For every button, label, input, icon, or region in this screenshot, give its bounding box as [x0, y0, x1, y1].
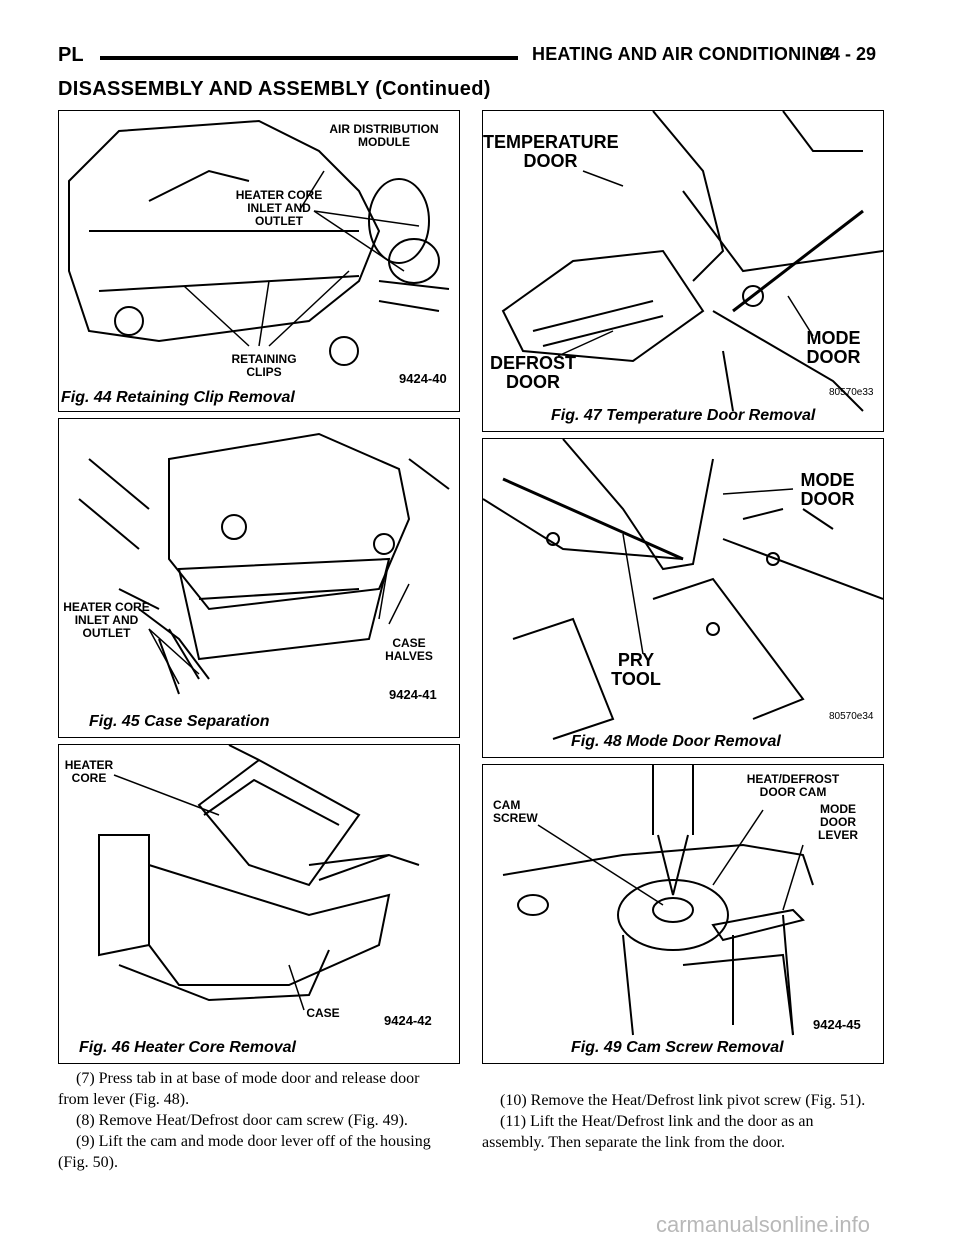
label-temperature-door: TEMPERATURE DOOR	[483, 132, 619, 171]
body-text-right: (10) Remove the Heat/Defrost link pivot …	[482, 1090, 880, 1153]
header-page-number: 24 - 29	[820, 44, 877, 64]
label-defrost-door: DEFROST DOOR	[489, 353, 576, 392]
label-heat-defrost-door-cam: HEAT/DEFROST DOOR CAM	[746, 772, 840, 799]
figure-45-caption: Fig. 45 Case Separation	[89, 713, 270, 730]
step-11: (11) Lift the Heat/Defrost link and the …	[482, 1113, 814, 1151]
body-text-left: (7) Press tab in at base of mode door an…	[58, 1068, 454, 1173]
label-mode-door-lever: MODE DOOR LEVER	[817, 802, 858, 842]
header-manual-code: PL	[58, 44, 84, 66]
figure-44-code: 9424-40	[399, 371, 447, 386]
label-mode-door: MODE DOOR	[806, 328, 861, 367]
label-retaining-clips: RETAINING CLIPS	[231, 352, 297, 379]
step-7: (7) Press tab in at base of mode door an…	[58, 1070, 420, 1108]
figure-49-illustration	[502, 765, 814, 1036]
label-pry-tool: PRY TOOL	[611, 650, 661, 689]
figure-47-illustration	[501, 111, 883, 412]
figure-48: MODE DOOR PRY TOOL 80570e34 Fig. 48 Mode…	[482, 438, 884, 758]
figure-46-code: 9424-42	[384, 1013, 432, 1028]
label-heater-core-inlet-outlet: HEATER CORE INLET AND OUTLET	[63, 600, 150, 640]
label-heater-core-inlet-outlet: HEATER CORE INLET AND OUTLET	[235, 188, 323, 228]
figure-44: AIR DISTRIBUTION MODULE HEATER CORE INLE…	[58, 110, 460, 412]
figure-45-code: 9424-41	[389, 687, 437, 702]
label-mode-door: MODE DOOR	[800, 470, 855, 509]
figure-44-illustration	[68, 119, 450, 366]
label-air-distribution-module: AIR DISTRIBUTION MODULE	[329, 122, 439, 149]
figure-49: CAM SCREW HEAT/DEFROST DOOR CAM MODE DOO…	[482, 764, 884, 1064]
figure-46-caption: Fig. 46 Heater Core Removal	[79, 1039, 296, 1056]
figure-48-caption: Fig. 48 Mode Door Removal	[571, 733, 781, 750]
label-heater-core: HEATER CORE	[64, 758, 114, 785]
figure-48-code: 80570e34	[829, 711, 874, 722]
header-rule	[100, 56, 518, 60]
figure-47-caption: Fig. 47 Temperature Door Removal	[551, 407, 816, 424]
figure-45: HEATER CORE INLET AND OUTLET CASE HALVES…	[58, 418, 460, 738]
step-9: (9) Lift the cam and mode door lever off…	[58, 1133, 431, 1171]
figure-47-code: 80570e33	[829, 387, 874, 398]
section-title: DISASSEMBLY AND ASSEMBLY (Continued)	[58, 78, 491, 100]
label-cam-screw: CAM SCREW	[493, 798, 538, 825]
figure-48-illustration	[483, 439, 883, 740]
step-10: (10) Remove the Heat/Defrost link pivot …	[500, 1092, 866, 1109]
figure-47: TEMPERATURE DOOR DEFROST DOOR MODE DOOR …	[482, 110, 884, 432]
figure-44-caption: Fig. 44 Retaining Clip Removal	[61, 389, 295, 406]
figure-49-code: 9424-45	[813, 1017, 861, 1032]
figure-49-caption: Fig. 49 Cam Screw Removal	[571, 1039, 784, 1056]
watermark: carmanualsonline.info	[656, 1212, 871, 1237]
step-8: (8) Remove Heat/Defrost door cam screw (…	[76, 1112, 408, 1129]
figure-45-illustration	[78, 432, 450, 695]
label-case: CASE	[306, 1006, 340, 1020]
figure-46-illustration	[98, 745, 420, 1011]
label-case-halves: CASE HALVES	[385, 636, 433, 663]
header-section-name: HEATING AND AIR CONDITIONING	[532, 44, 834, 64]
figure-46: HEATER CORE CASE 9424-42 Fig. 46 Heater …	[58, 744, 460, 1064]
